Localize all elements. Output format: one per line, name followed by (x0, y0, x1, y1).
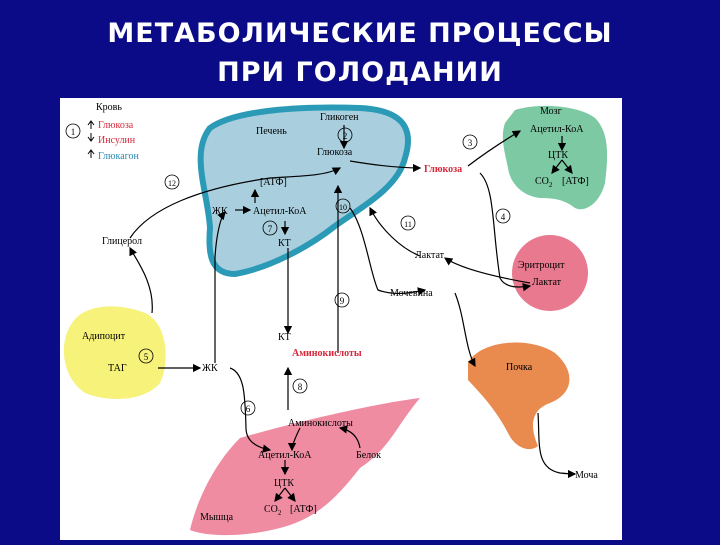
kidney-label: Почка (506, 362, 533, 373)
arrow-lactate-liver (369, 206, 421, 257)
arrow-kidney-urine (537, 412, 577, 479)
tag-label: ТАГ (108, 363, 127, 374)
liver-label: Печень (256, 126, 287, 137)
arrow-urea-kidney (454, 292, 476, 368)
step-circle-11 (400, 215, 416, 231)
step-circle-9 (334, 292, 350, 308)
legend-insulin: Инсулин (98, 135, 136, 146)
arrow-aa-acetyl (287, 427, 301, 452)
legend-glucose: Глюкоза (98, 120, 134, 131)
arrow-glycerol-liver (129, 167, 342, 239)
step-number-5: 5 (144, 352, 149, 362)
legend-up-arrow-icon (87, 120, 95, 129)
brain-label: Мозг (540, 106, 562, 117)
erythrocyte-organ (512, 235, 588, 311)
step-circle-7 (262, 220, 278, 236)
arrow-brain-tca-co2 (551, 159, 563, 174)
step-number-4: 4 (501, 212, 506, 222)
step-circle-3 (462, 134, 478, 150)
blood-aa-label: Аминокислоты (292, 348, 362, 359)
glycogen-label: Гликоген (320, 112, 359, 123)
step-circle-6 (240, 400, 256, 416)
brain-organ (502, 105, 608, 210)
muscle-acetyl-label: Ацетил-КоА (258, 450, 312, 461)
adipocyte-organ (63, 306, 166, 399)
arrow-liver-urea (349, 207, 427, 296)
step-number-2: 2 (343, 131, 348, 141)
step-circle-12 (164, 174, 180, 190)
urine-label: Моча (575, 470, 598, 481)
step-number-3: 3 (468, 138, 473, 148)
arrow-blood-brain (467, 130, 522, 167)
step-circle-10 (335, 198, 351, 214)
slide-title-line-2: ПРИ ГОЛОДАНИИ (217, 57, 503, 88)
arrow-brain-tca-atp (561, 159, 573, 174)
legend-header: Кровь (96, 102, 122, 113)
step-number-10: 10 (339, 203, 347, 212)
step-number-1: 1 (71, 127, 76, 137)
brain-co2-label: CO2 (535, 176, 553, 189)
muscle-organ (190, 398, 420, 536)
arrow-fa-blood-liver (214, 211, 226, 363)
liver-organ (197, 104, 411, 278)
glycerol-label: Глицерол (102, 236, 142, 247)
step-circle-8 (292, 378, 308, 394)
muscle-aa-label: Аминокислоты (288, 418, 353, 429)
brain-tca-label: ЦТК (548, 150, 568, 161)
liver-kt-label: КТ (278, 238, 291, 249)
muscle-tca-label: ЦТК (274, 478, 294, 489)
urea-label: Мочевина (390, 288, 433, 299)
protein-label: Белок (356, 450, 381, 461)
arrow-protein-aa (338, 425, 361, 449)
legend-down-arrow-icon (87, 133, 95, 142)
blood-glucose-label: Глюкоза (424, 164, 462, 175)
muscle-atp-label: [АТФ] (290, 504, 317, 515)
arrow-glucose-blood (349, 160, 422, 173)
brain-atp-label: [АТФ] (562, 176, 589, 187)
step-number-11: 11 (404, 220, 412, 229)
muscle-label: Мышца (200, 512, 234, 523)
arrow-adipocyte-glycerol (129, 246, 153, 314)
adipocyte-label: Адипоцит (82, 331, 126, 342)
brain-acetyl-label: Ацетил-КоА (530, 124, 584, 135)
arrow-blood-erythrocyte (479, 172, 532, 292)
muscle-co2-label: CO2 (264, 504, 282, 517)
step-number-8: 8 (298, 382, 303, 392)
arrow-fa-muscle (229, 367, 272, 453)
step-circle-2 (337, 127, 353, 143)
blood-fa-label: ЖК (202, 363, 218, 374)
step-number-7: 7 (268, 224, 273, 234)
legend-glucagon: Глюкагон (98, 151, 139, 162)
metabolism-diagram: Кровь 1 Глюкоза Инсулин Глюкагон Печень … (60, 98, 622, 540)
arrow-muscle-tca-atp (284, 487, 296, 502)
step-number-9: 9 (340, 296, 345, 306)
blood-kt-label: КТ (278, 332, 291, 343)
pathway-arrows (129, 125, 577, 502)
step-circle-5 (138, 348, 154, 364)
step-circle-1 (65, 123, 81, 139)
step-circle-4 (495, 208, 511, 224)
erythrocyte-lactate-label: Лактат (532, 277, 562, 288)
liver-fa-label: ЖК (212, 206, 228, 217)
lactate-label: Лактат (415, 250, 445, 261)
liver-atp-label: [АТФ] (260, 177, 287, 188)
liver-glucose-label: Глюкоза (317, 147, 353, 158)
step-number-12: 12 (168, 179, 176, 188)
arrow-muscle-tca-co2 (274, 487, 286, 502)
erythrocyte-label: Эритроцит (518, 260, 565, 271)
arrow-erythrocyte-lactate (444, 257, 531, 284)
kidney-organ (468, 342, 570, 450)
legend-up-arrow-2-icon (87, 149, 95, 158)
liver-acetyl-label: Ацетил-КоА (253, 206, 307, 217)
step-number-6: 6 (246, 404, 251, 414)
slide-title-line-1: МЕТАБОЛИЧЕСКИЕ ПРОЦЕССЫ (107, 18, 613, 49)
